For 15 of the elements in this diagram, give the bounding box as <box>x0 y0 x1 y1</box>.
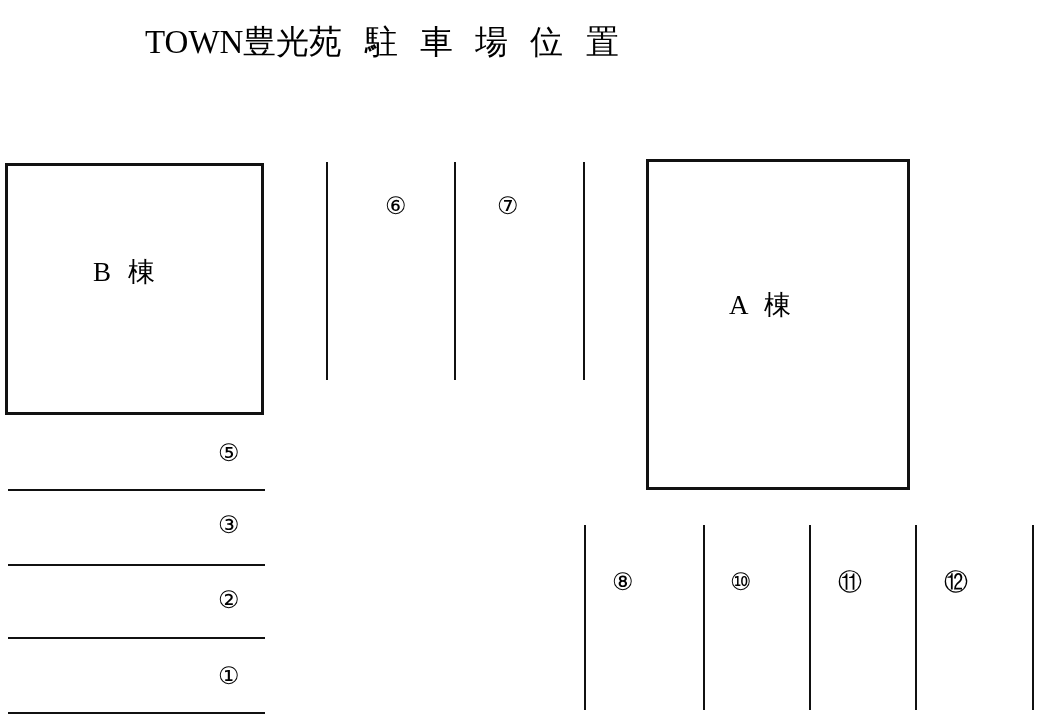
building-box <box>646 159 910 490</box>
space-number: ⑩ <box>730 570 752 594</box>
space-number: ⑧ <box>612 570 634 594</box>
space-number: ⑫ <box>944 570 968 594</box>
building-label: B 棟 <box>93 256 155 289</box>
space-number: ⑦ <box>497 194 519 218</box>
space-number: ③ <box>218 513 240 537</box>
space-number: ⑥ <box>385 194 407 218</box>
building-box <box>5 163 264 415</box>
space-number: ⑪ <box>838 570 862 594</box>
space-number: ① <box>218 664 240 688</box>
space-number: ② <box>218 588 240 612</box>
building-label: A 棟 <box>729 289 791 322</box>
space-number: ⑤ <box>218 441 240 465</box>
title: TOWN豊光苑 駐 車 場 位 置 <box>145 23 619 62</box>
